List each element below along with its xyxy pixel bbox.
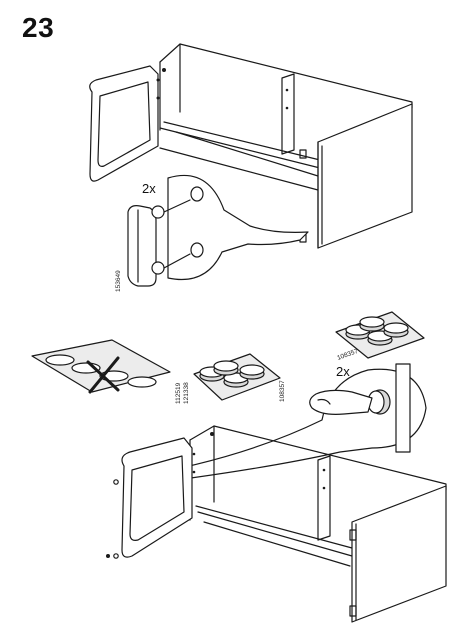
top-quantity-label: 2x [142, 181, 156, 196]
top-zoom-callout [167, 174, 309, 281]
right-part-number: 108357 [279, 380, 286, 402]
part-comparison-box [31, 339, 281, 401]
bottom-zoom-callout [127, 363, 427, 487]
step-number: 23 [22, 12, 55, 43]
felt-pad-part [335, 311, 425, 359]
top-cabinet-frame [89, 43, 413, 249]
top-part-number: 153649 [115, 270, 122, 292]
bottom-cabinet-frame [106, 425, 447, 623]
wrong-part-number-2: 121338 [183, 382, 190, 404]
wrong-part-number-1: 112519 [175, 382, 182, 404]
bottom-part-number: 108357 [336, 348, 359, 362]
stopper-part [127, 199, 191, 287]
bottom-quantity-label: 2x [336, 364, 350, 379]
